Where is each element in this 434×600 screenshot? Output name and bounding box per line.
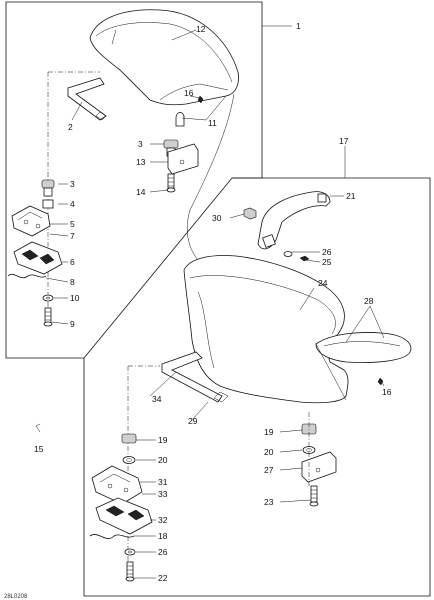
callout-8: 8 <box>70 277 75 287</box>
callout-22: 22 <box>158 573 168 583</box>
callout-18: 18 <box>158 531 168 541</box>
nut-30 <box>243 207 257 220</box>
callout-4: 4 <box>70 199 75 209</box>
callout-6: 6 <box>70 257 75 267</box>
callout-29: 29 <box>188 416 198 426</box>
bumper-upper <box>41 179 55 209</box>
hook-mark-icon <box>35 423 41 433</box>
washer-handle <box>283 251 293 257</box>
callout-3: 3 <box>138 139 143 149</box>
bumper-lower-left <box>121 433 137 464</box>
latch-bracket-lower <box>91 465 143 505</box>
washer-lower <box>124 548 136 556</box>
callout-10: 10 <box>70 293 80 303</box>
callout-1: 1 <box>296 21 301 31</box>
callout-20: 20 <box>264 447 274 457</box>
callout-28: 28 <box>364 296 374 306</box>
callout-12: 12 <box>196 24 206 34</box>
callout-17: 17 <box>339 136 349 146</box>
callout-16: 16 <box>382 387 392 397</box>
callout-14: 14 <box>136 187 146 197</box>
tether-strap <box>187 93 235 263</box>
latch-plate-lower <box>95 497 153 535</box>
latch-bracket-upper <box>11 205 51 237</box>
diagram-code: 28L0208 <box>4 594 28 600</box>
seat-strap <box>315 332 412 401</box>
callout-30: 30 <box>212 213 222 223</box>
callout-5: 5 <box>70 219 75 229</box>
callout-19: 19 <box>264 427 274 437</box>
screw-upper-right <box>166 173 176 193</box>
support-bracket-upper <box>167 143 199 175</box>
callout-32: 32 <box>158 515 168 525</box>
callout-11: 11 <box>208 118 217 128</box>
screw-upper <box>43 307 53 327</box>
grab-handle <box>257 191 331 250</box>
callout-21: 21 <box>346 191 356 201</box>
support-bracket-lower <box>301 451 337 483</box>
callout-31: 31 <box>158 477 168 487</box>
callout-labels: 1 12 16 11 2 3 13 14 3 4 5 7 6 8 10 9 17… <box>34 21 392 583</box>
latch-rod-upper <box>67 77 107 121</box>
callout-33: 33 <box>158 489 168 499</box>
callout-16: 16 <box>184 88 194 98</box>
callout-27: 27 <box>264 465 274 475</box>
callout-25: 25 <box>322 257 332 267</box>
main-seat-cushion <box>183 255 349 404</box>
callout-2: 2 <box>68 122 73 132</box>
screw-lower-right <box>309 485 319 507</box>
upper-seat-cushion <box>89 9 239 127</box>
callout-26: 26 <box>322 247 332 257</box>
callout-9: 9 <box>70 319 75 329</box>
leader-lines <box>45 29 385 579</box>
callout-20: 20 <box>158 455 168 465</box>
callout-19: 19 <box>158 435 168 445</box>
washer-upper <box>42 294 54 302</box>
callout-26: 26 <box>158 547 168 557</box>
callout-23: 23 <box>264 497 274 507</box>
callout-7: 7 <box>70 231 75 241</box>
callout-34: 34 <box>152 394 162 404</box>
pin-icon <box>377 377 384 386</box>
assembly-frame-17 <box>83 146 431 597</box>
callout-13: 13 <box>136 157 146 167</box>
spring-cable-lower <box>89 534 135 539</box>
callout-24: 24 <box>318 278 328 288</box>
callout-3: 3 <box>70 179 75 189</box>
latch-rod-lower <box>161 351 229 403</box>
callout-15: 15 <box>34 444 44 454</box>
latch-plate-upper <box>13 241 63 275</box>
spring-cable-upper <box>7 273 47 279</box>
nut-handle <box>299 255 310 262</box>
screw-lower-left <box>125 561 135 582</box>
